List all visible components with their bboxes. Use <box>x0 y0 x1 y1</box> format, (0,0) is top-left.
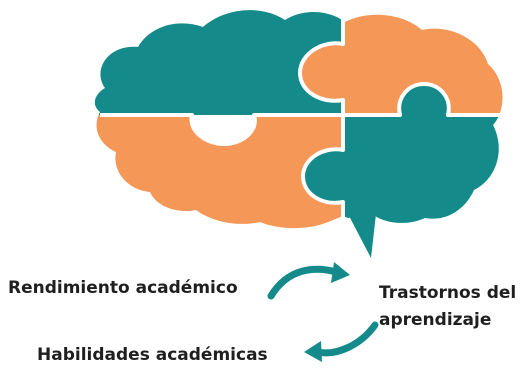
label-habilidades-academicas: Habilidades académicas <box>37 345 268 365</box>
label-rendimiento-academico: Rendimiento académico <box>8 278 238 298</box>
arrow-right-icon <box>267 262 350 300</box>
label-trastornos-line1: Trastornos del <box>379 283 517 303</box>
puzzle-piece-top-left <box>94 10 343 115</box>
puzzle-dividers <box>100 10 500 232</box>
label-trastornos-line2: aprendizaje <box>379 310 492 330</box>
speech-tail <box>348 214 376 258</box>
arrow-left-icon <box>304 321 379 362</box>
label-trastornos-del-aprendizaje: Trastornos del aprendizaje <box>379 280 516 334</box>
